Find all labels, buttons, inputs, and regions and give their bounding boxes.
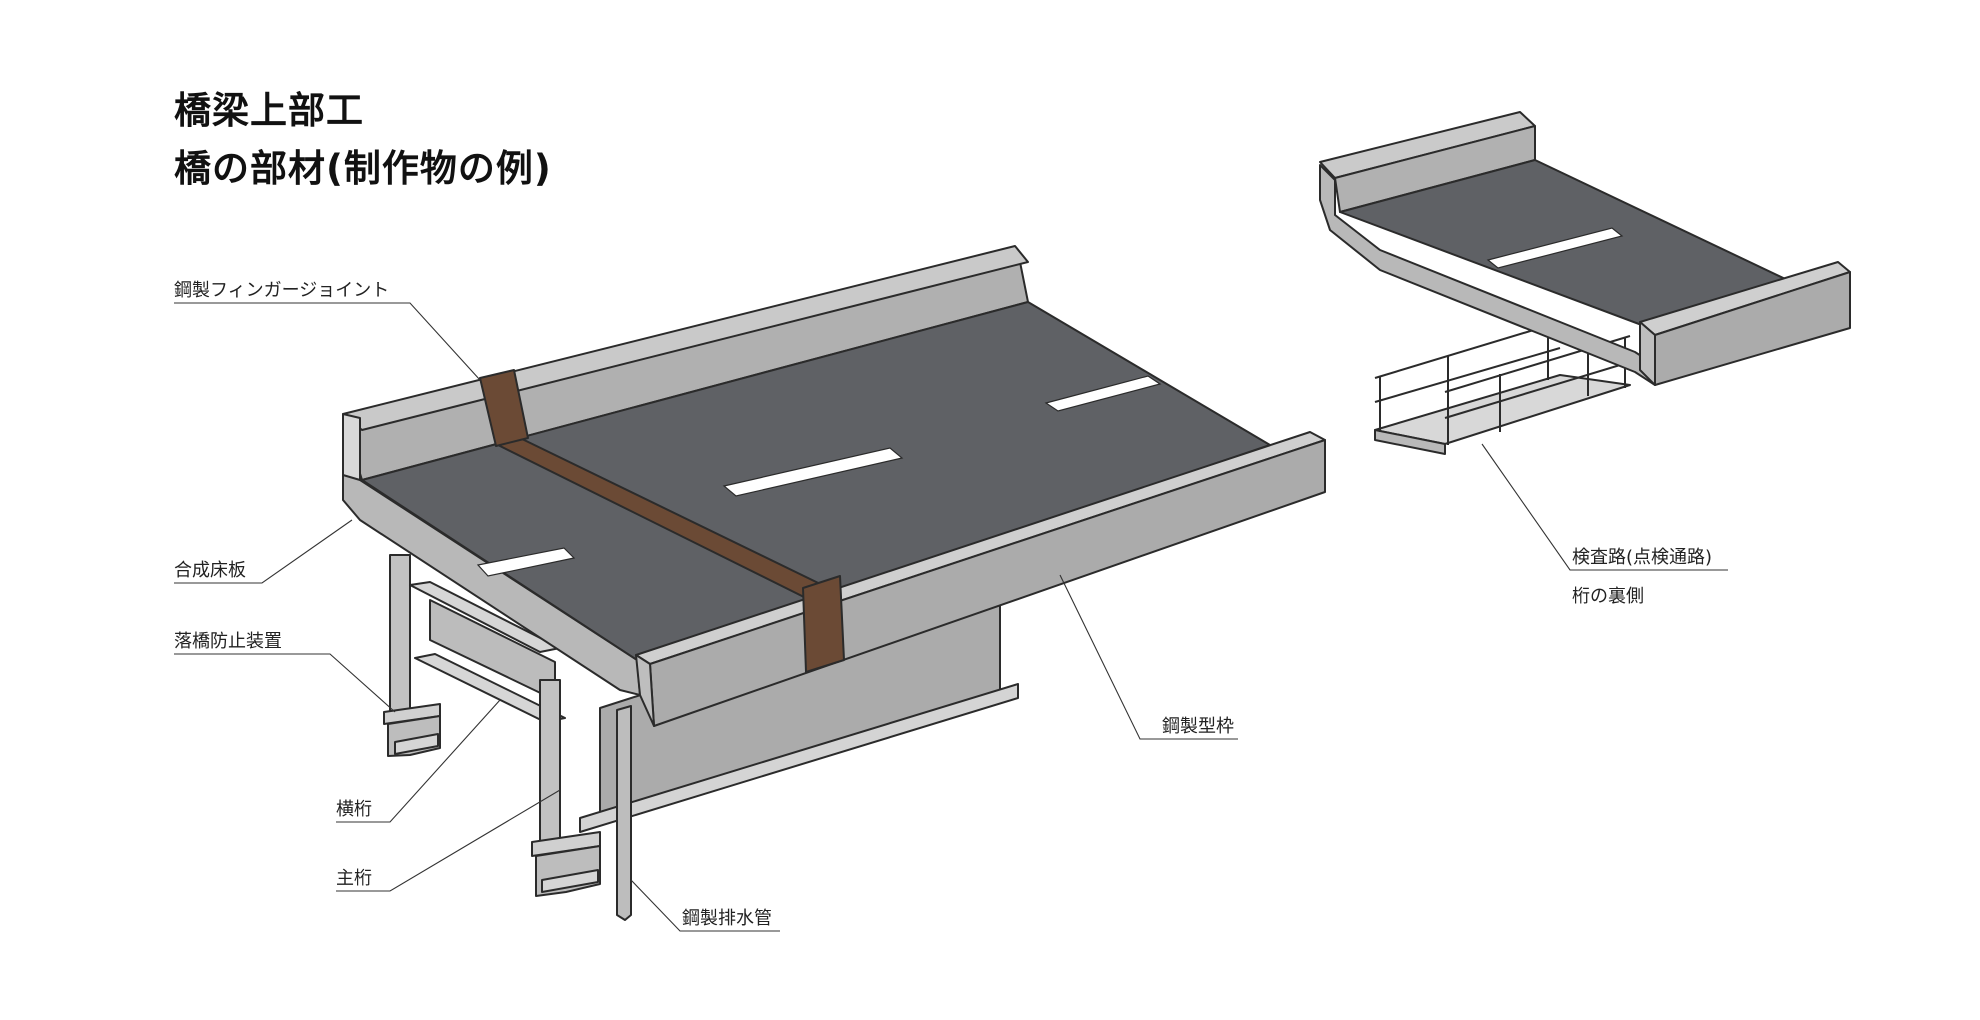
labels: 鋼製フィンガージョイント 合成床板 落橋防止装置 横桁 主桁 鋼製型枠 鋼製排水… [174,280,1712,929]
label-finger-joint: 鋼製フィンガージョイント [174,280,389,301]
label-steel-form: 鋼製型枠 [1162,716,1234,737]
main-bridge [342,245,1326,921]
underside-near-barrier-inner [1639,321,1656,386]
main-girder-back [383,554,441,757]
leader-main-girder [336,789,561,892]
leader-drain-pipe [630,879,780,932]
lane-mark-2 [722,447,904,497]
cross-girder-bottom-flange [414,653,566,723]
girder-underside-view [1319,111,1851,455]
label-cross-girder: 横桁 [336,799,372,820]
rail-top [1374,321,1561,379]
lane-mark-3 [1044,375,1162,412]
finger-joint-near [802,575,845,673]
page-title: 橋梁上部工 [174,89,364,132]
steel-drain-pipe [616,705,632,921]
leader-finger-joint [174,302,481,381]
leader-unseating-prevention [174,653,396,713]
leader-inspection-path [1481,443,1728,571]
main-girder-front [531,679,601,897]
cross-girder [409,581,566,723]
rail-mid [1374,347,1561,403]
label-girder-underside: 桁の裏側 [1572,586,1644,607]
girder-front-web [539,679,561,861]
inspection-walkway [1374,321,1631,455]
underside-lane-mark [1486,227,1624,269]
walkway-side [1374,429,1446,455]
label-inspection-path: 検査路(点検通路) [1572,547,1712,568]
page-subtitle: 橋の部材(制作物の例) [174,147,552,190]
leader-cross-girder [336,699,501,823]
girder-box-bottom-flange [579,683,1019,833]
label-composite-slab: 合成床板 [174,560,246,581]
girder-front-shoe-plate [541,869,599,893]
label-main-girder: 主桁 [336,868,372,889]
leader-steel-form [1059,574,1238,740]
label-steel-drain-pipe: 鋼製排水管 [682,908,772,929]
leader-composite-slab [174,519,353,584]
finger-joint-barrier [479,369,529,447]
unseating-device [394,733,439,755]
near-barrier-inner [635,654,655,727]
rail-mid-front [1444,361,1631,419]
far-barrier-end [342,413,361,481]
walkway-deck [1374,374,1631,445]
lane-mark-1 [476,547,576,577]
leader-lines [174,302,1728,932]
label-unseating-prevention: 落橋防止装置 [174,631,282,652]
